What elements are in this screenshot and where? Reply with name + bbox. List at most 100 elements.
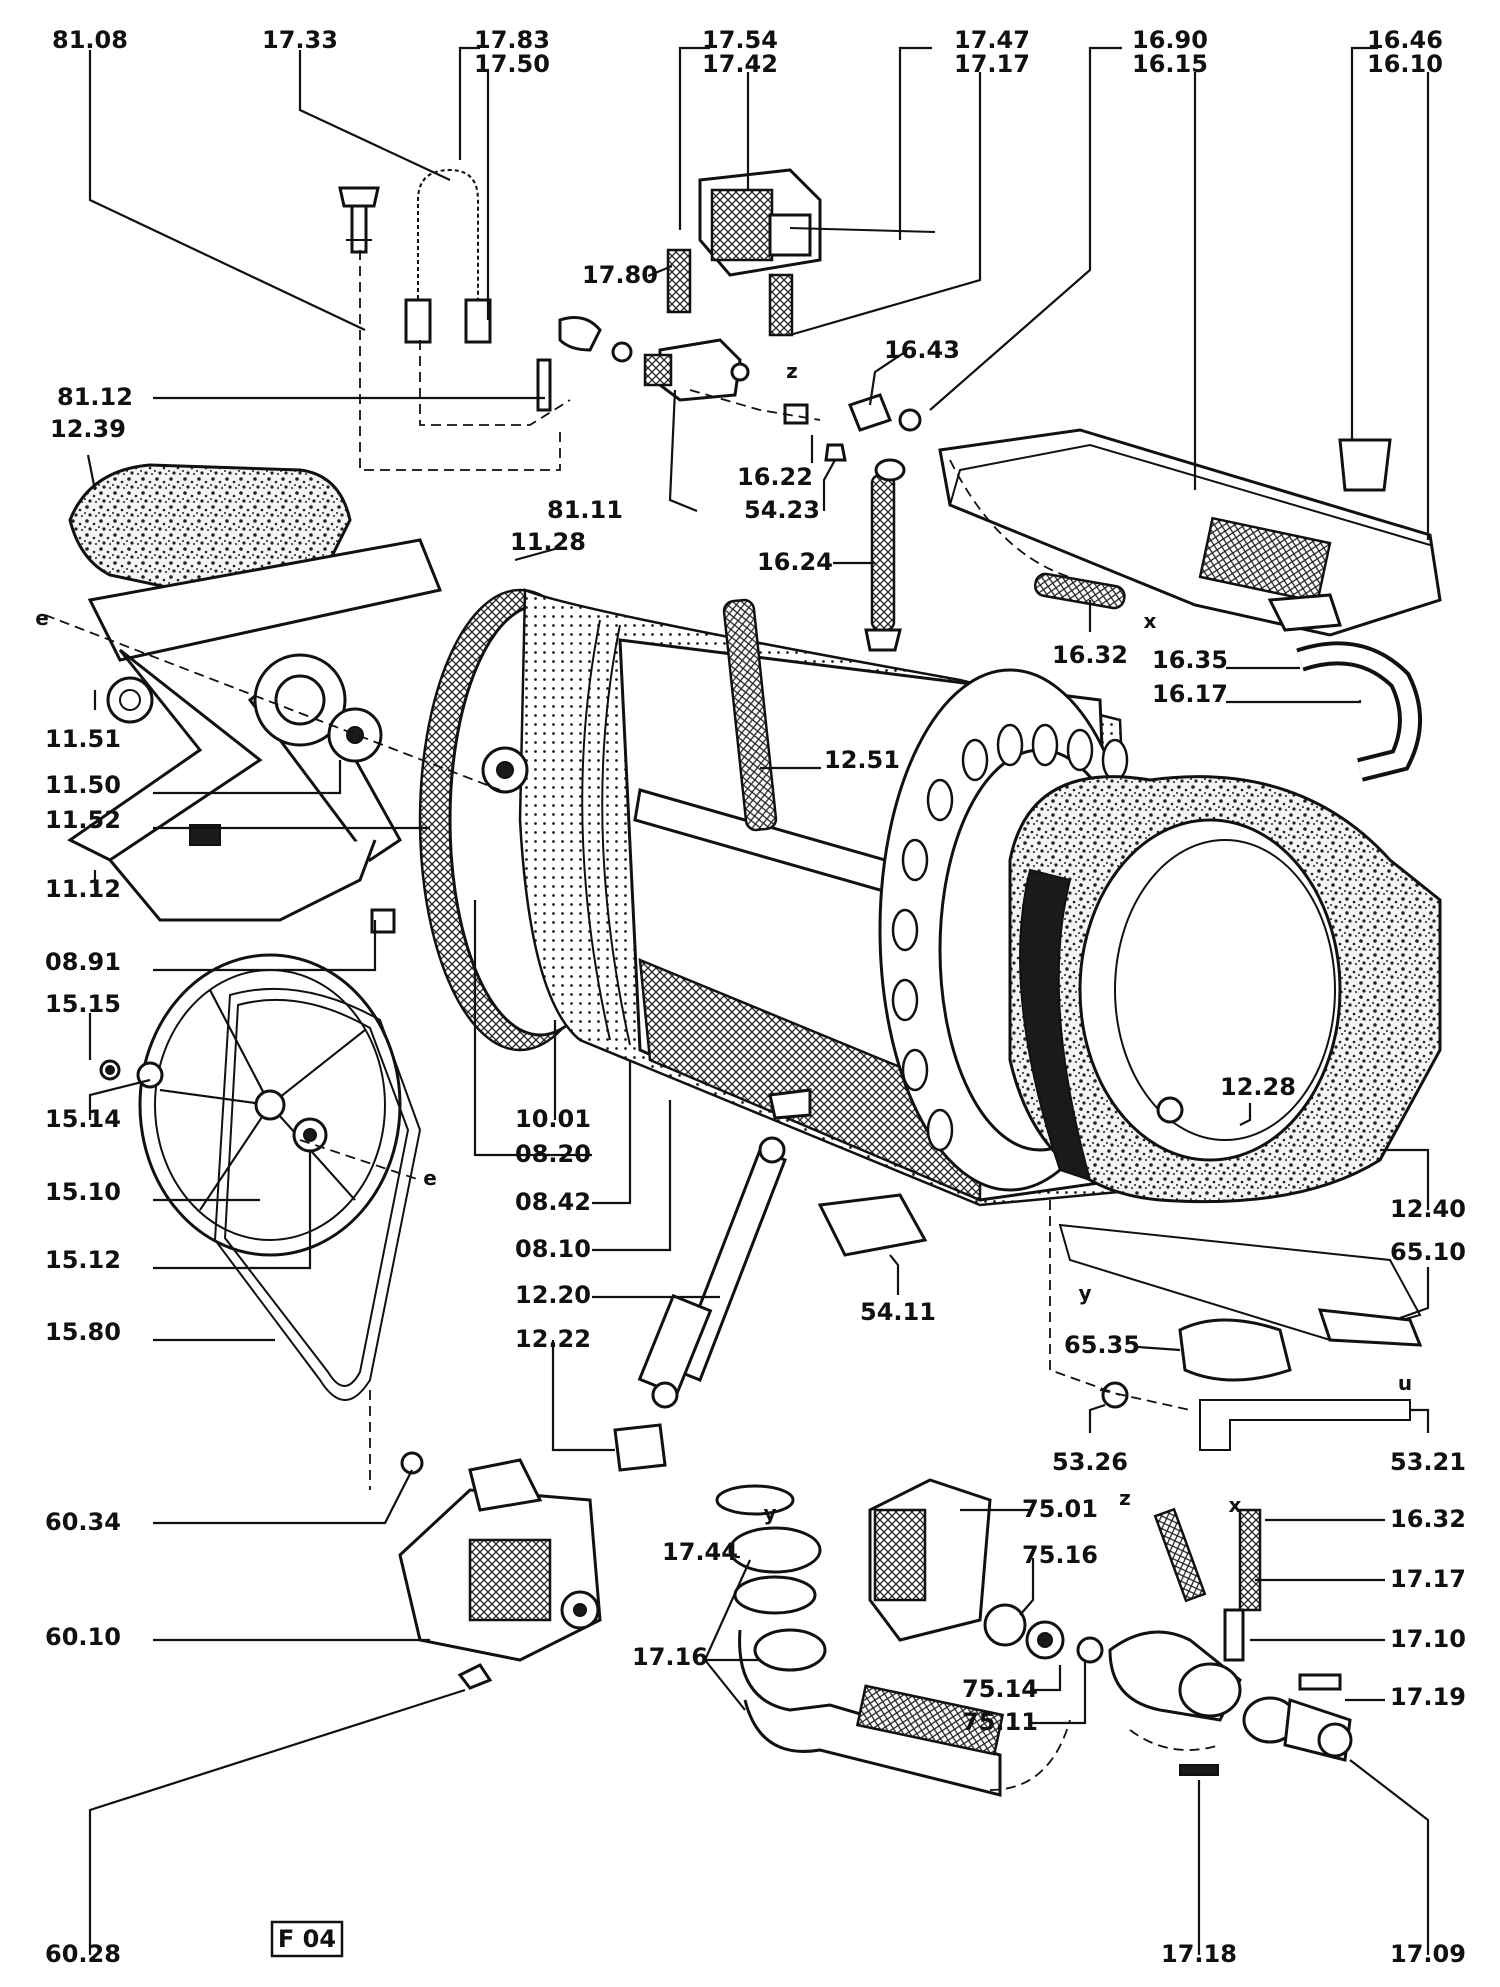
shock-absorber [637,1136,787,1409]
callout-11-51: 11.51 [45,725,121,753]
callout-17-17: 17.17 [1390,1565,1466,1593]
callout-16-24: 16.24 [757,548,833,576]
connection-mark-x: x [1229,1493,1242,1517]
callout-15-12: 15.12 [45,1246,121,1274]
callout-75-16: 75.16 [1022,1541,1098,1569]
callout-17-42: 17.42 [702,50,778,78]
connection-mark-u: u [1398,1371,1412,1395]
callout-17-09: 17.09 [1390,1940,1466,1968]
valve-81-08 [338,186,380,254]
callout-08-20: 08.20 [515,1140,591,1168]
callout-81-11: 81.11 [547,496,623,524]
callout-17-18: 17.18 [1161,1940,1237,1968]
callout-12-22: 12.22 [515,1325,591,1353]
inlet-hose [404,162,492,344]
callout-17-44: 17.44 [662,1538,738,1566]
connection-mark-z: z [786,359,798,383]
callout-08-42: 08.42 [515,1188,591,1216]
pump-housing [868,1478,1104,1664]
callout-17-16: 17.16 [632,1643,708,1671]
callout-11-28: 11.28 [510,528,586,556]
drain-pump [1108,1507,1353,1776]
part-12-22 [613,1423,667,1472]
callout-08-10: 08.10 [515,1235,591,1263]
callout-12-40: 12.40 [1390,1195,1466,1223]
callout-75-11: 75.11 [962,1708,1038,1736]
callout-17-83: 17.83 [474,26,550,54]
connection-mark-e: e [35,606,49,630]
connection-mark-z: z [1119,1486,1131,1510]
callout-81-12: 81.12 [57,383,133,411]
connection-mark-y: y [1078,1281,1091,1305]
callout-11-50: 11.50 [45,771,121,799]
leader-lines [86,46,1430,1955]
detergent-drawer [938,428,1442,637]
sheet-code: F 04 [278,1925,336,1953]
part-08-91 [370,908,396,934]
routing-lines [44,250,1221,1791]
valve-body [643,338,750,402]
callout-15-15: 15.15 [45,990,121,1018]
callout-08-91: 08.91 [45,948,121,976]
connection-mark-e: e [423,1166,437,1190]
drum-bracket [67,538,443,922]
callout-17-17: 17.17 [954,50,1030,78]
callout-17-47: 17.47 [954,26,1030,54]
connection-mark-x: x [1144,609,1157,633]
callout-16-35: 16.35 [1152,646,1228,674]
callout-12-28: 12.28 [1220,1073,1296,1101]
callout-17-80: 17.80 [582,261,658,289]
hose-16-24 [864,458,906,652]
callout-12-20: 12.20 [515,1281,591,1309]
callout-17-10: 17.10 [1390,1625,1466,1653]
callout-53-21: 53.21 [1390,1448,1466,1476]
callout-17-33: 17.33 [262,26,338,54]
callout-17-54: 17.54 [702,26,778,54]
callout-15-80: 15.80 [45,1318,121,1346]
callout-16-90: 16.90 [1132,26,1208,54]
callout-12-51: 12.51 [824,746,900,774]
door-gasket [1008,775,1442,1204]
suspension-spring [722,598,778,832]
connection-mark-y: y [763,1501,776,1525]
callout-16-43: 16.43 [884,336,960,364]
callout-81-08: 81.08 [52,26,128,54]
callout-54-11: 54.11 [860,1298,936,1326]
parts-artwork [67,162,1442,1797]
callout-17-50: 17.50 [474,50,550,78]
callout-16-17: 16.17 [1152,680,1228,708]
callout-54-23: 54.23 [744,496,820,524]
motor [398,1451,602,1662]
callout-10-01: 10.01 [515,1105,591,1133]
callout-60-28: 60.28 [45,1940,121,1968]
drum-pulley [138,953,402,1257]
springs-top [666,248,794,337]
callout-16-46: 16.46 [1367,26,1443,54]
callout-16-22: 16.22 [737,463,813,491]
part-65-35 [1178,1318,1292,1382]
callout-16-15: 16.15 [1132,50,1208,78]
callout-60-34: 60.34 [45,1508,121,1536]
callout-16-32: 16.32 [1052,641,1128,669]
callout-17-19: 17.19 [1390,1683,1466,1711]
part-60-28 [457,1663,493,1690]
callout-11-12: 11.12 [45,875,121,903]
callout-75-01: 75.01 [1022,1495,1098,1523]
counterweight [68,463,352,594]
callout-15-14: 15.14 [45,1105,121,1133]
sheet-code-box: F 04 [270,1920,344,1958]
callout-60-10: 60.10 [45,1623,121,1651]
connection-marks: e e x x y y z z u [35,359,1412,1525]
callout-16-10: 16.10 [1367,50,1443,78]
callout-53-26: 53.26 [1052,1448,1128,1476]
callout-65-10: 65.10 [1390,1238,1466,1266]
callout-15-10: 15.10 [45,1178,121,1206]
solenoid-valve [698,168,936,277]
callout-75-14: 75.14 [962,1675,1038,1703]
callout-65-35: 65.35 [1064,1331,1140,1359]
callout-12-39: 12.39 [50,415,126,443]
callout-11-52: 11.52 [45,806,121,834]
part-54-11 [817,1193,928,1257]
